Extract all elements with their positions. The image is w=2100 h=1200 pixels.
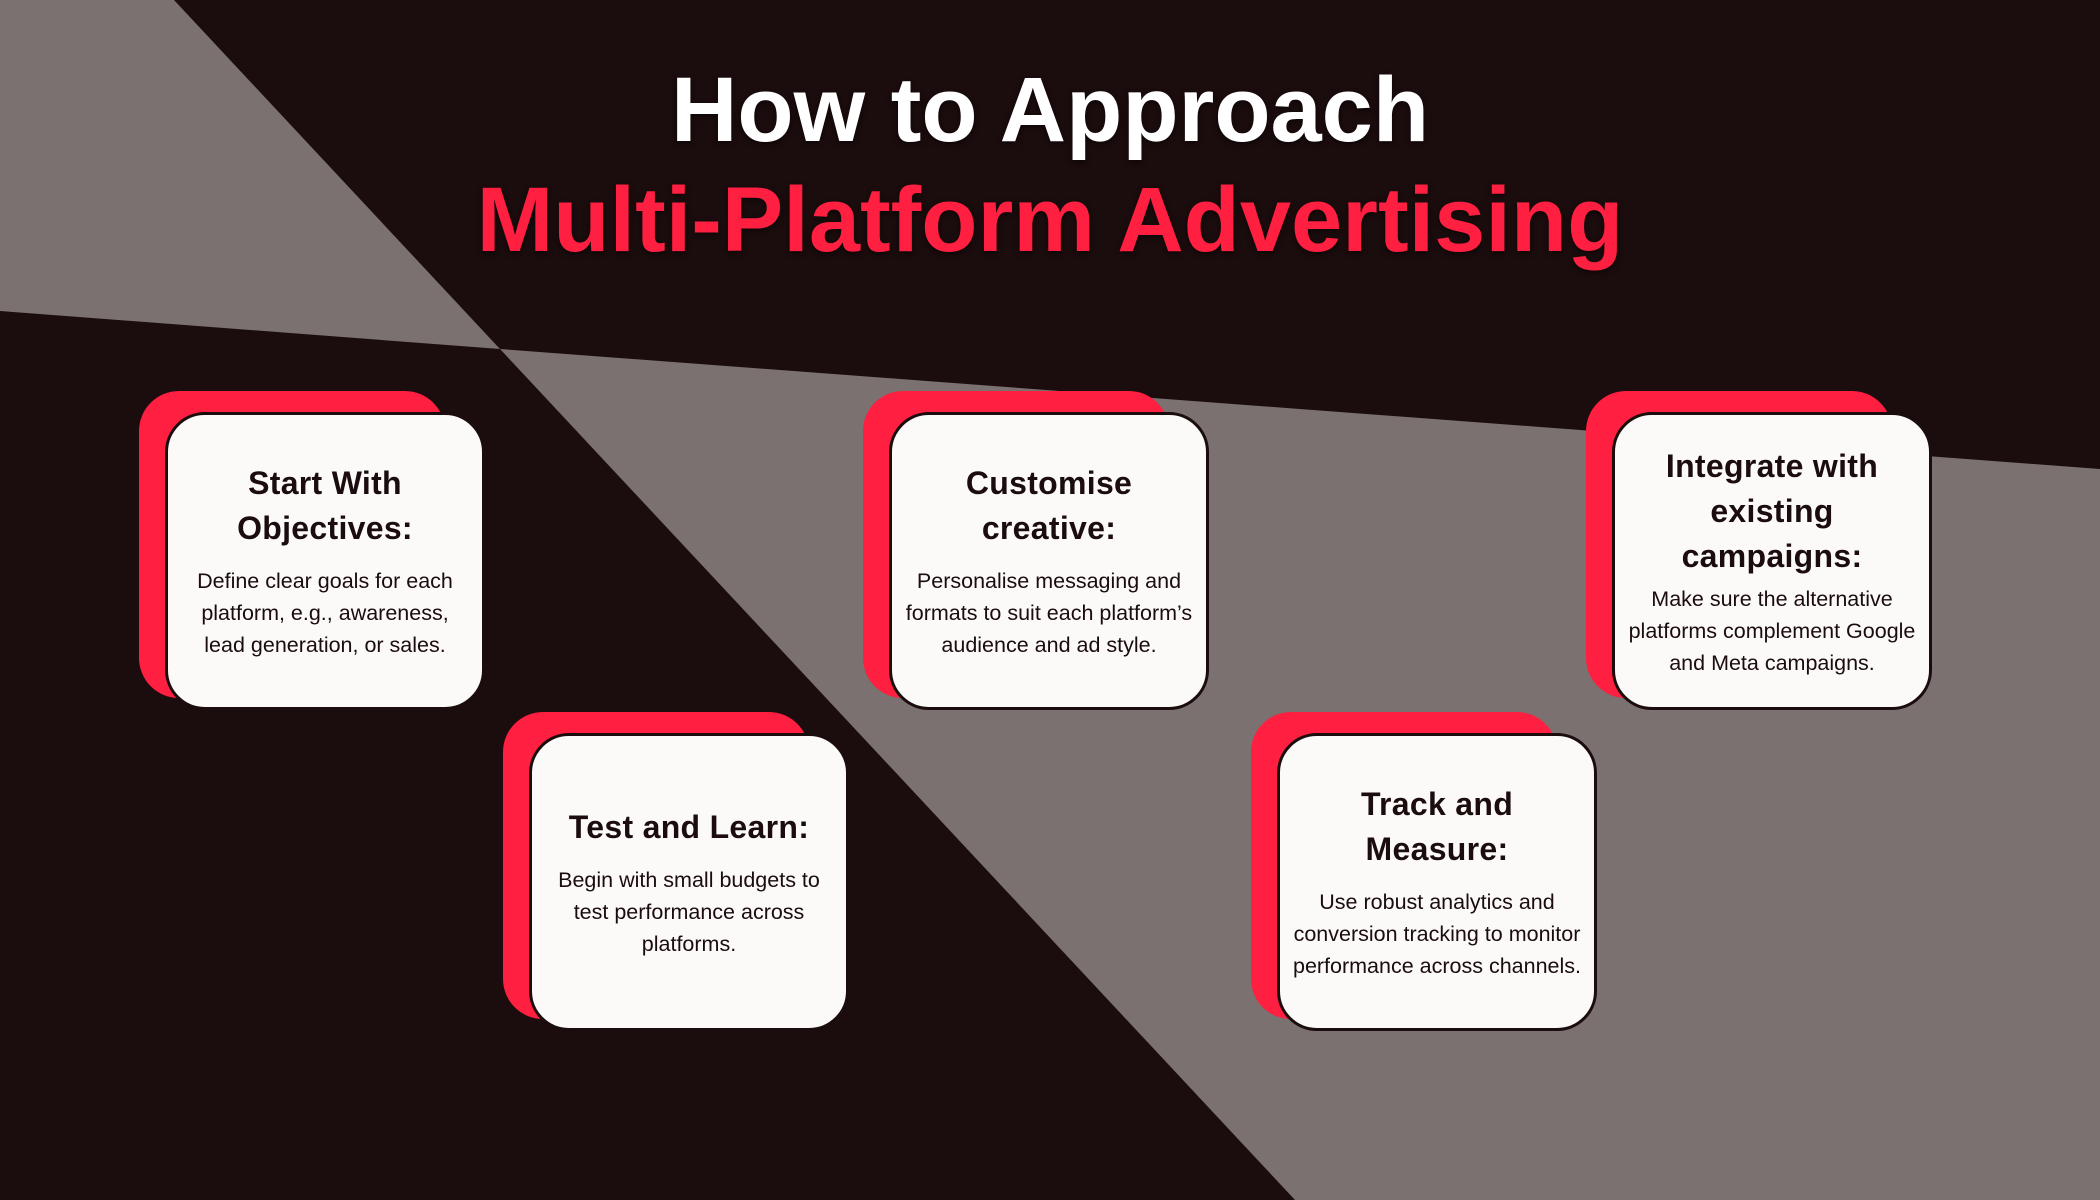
card-heading: Test and Learn: [568, 808, 810, 845]
card-panel: Integrate with existing campaigns: Make … [1612, 412, 1932, 710]
card-panel: Customise creative: Personalise messagin… [889, 412, 1209, 710]
background-gray-top-left [0, 0, 500, 349]
card-body: Make sure the alternative platforms comp… [1628, 586, 1916, 675]
card-heading: Track and Measure: [1360, 786, 1514, 867]
card-start-with-objectives: Start With Objectives: Define clear goal… [139, 391, 485, 710]
card-customise-creative: Customise creative: Personalise messagin… [863, 391, 1209, 710]
card-panel: Track and Measure: Use robust analytics … [1277, 733, 1597, 1031]
card-body: Define clear goals for each platform, e.… [197, 569, 453, 657]
title-line-2: Multi-Platform Advertising [476, 169, 1624, 271]
card-track-and-measure: Track and Measure: Use robust analytics … [1251, 712, 1597, 1031]
card-heading: Integrate with existing campaigns: [1665, 447, 1879, 574]
card-integrate-with-existing-campaigns: Integrate with existing campaigns: Make … [1586, 391, 1932, 710]
card-panel: Test and Learn: Begin with small budgets… [529, 733, 849, 1031]
card-body: Begin with small budgets to test perform… [558, 867, 820, 956]
card-body: Use robust analytics and conversion trac… [1292, 890, 1581, 978]
card-panel: Start With Objectives: Define clear goal… [165, 412, 485, 710]
card-heading: Customise creative: [965, 465, 1133, 546]
card-body: Personalise messaging and formats to sui… [905, 569, 1193, 657]
card-test-and-learn: Test and Learn: Begin with small budgets… [503, 712, 849, 1031]
title-line-1: How to Approach [670, 59, 1430, 161]
card-heading: Start With Objectives: [237, 465, 413, 546]
